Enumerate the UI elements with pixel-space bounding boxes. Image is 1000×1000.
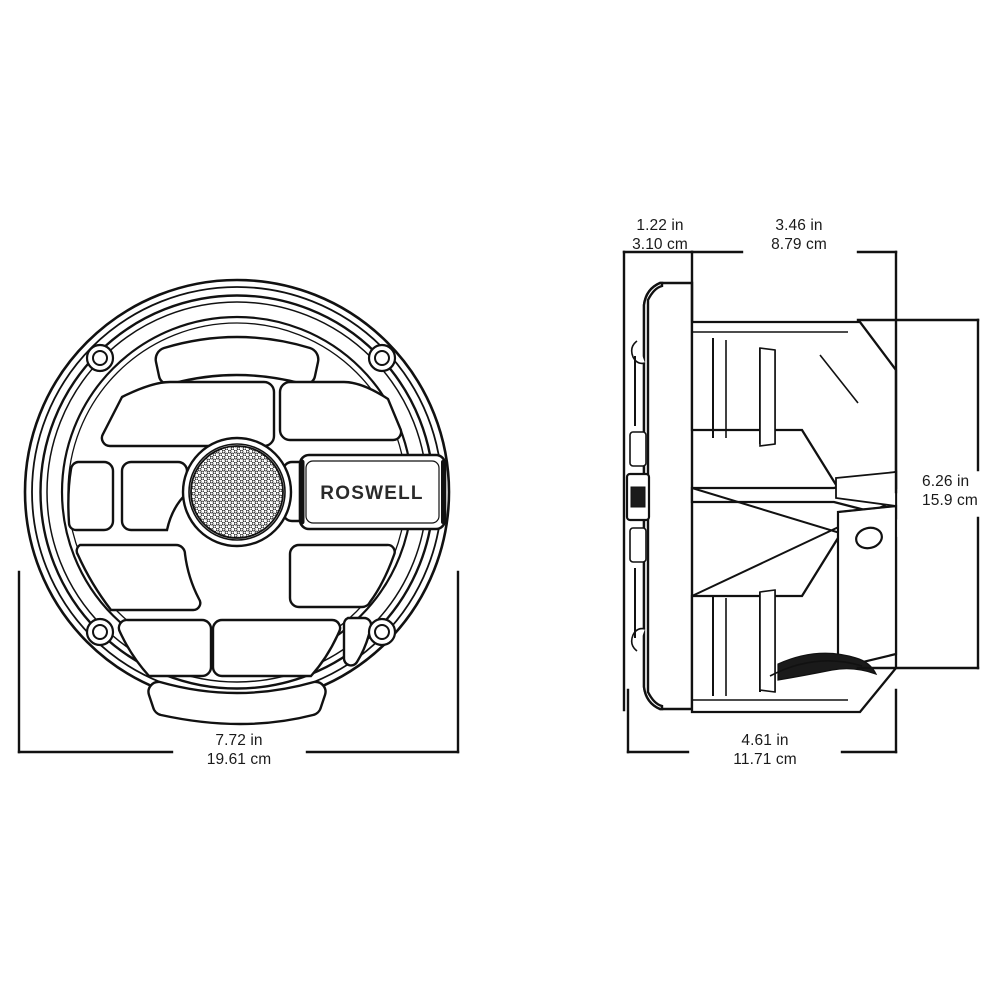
dimension-flange-depth-inches: 1.22 in: [636, 217, 684, 234]
dimension-basket-depth-centimeters: 8.79 cm: [771, 236, 827, 253]
side-tab-upper: [629, 431, 647, 467]
cone-upper-diag-b: [819, 354, 859, 404]
screw-boss-bottom-left: [85, 617, 115, 647]
grille-slot-upper-right: [278, 380, 403, 442]
center-tweeter: [181, 436, 293, 548]
dimension-label-side-height: 6.26 in 15.9 cm: [922, 472, 1000, 510]
dimension-basket-depth-inches: 3.46 in: [775, 217, 823, 234]
side-grille-flange: [642, 281, 694, 711]
screw-boss-bottom-right: [367, 617, 397, 647]
side-trim-details: [625, 340, 651, 652]
brand-logo-text: ROSWELL: [320, 483, 423, 504]
dimension-label-side-depth: 4.61 in 11.71 cm: [690, 731, 840, 769]
rear-housing-top-edge: [837, 505, 897, 513]
brand-logo-plate: ROSWELL: [298, 453, 447, 531]
grille-slot-bottom-arc: [147, 680, 327, 726]
dimension-front-width-inches: 7.72 in: [215, 732, 263, 749]
dimension-lines: [17, 250, 980, 754]
cone-lower-rib-inner-fill: [759, 589, 776, 693]
side-connector-terminal: [630, 486, 646, 508]
screw-boss-top-right: [367, 343, 397, 373]
grille-slot-mid-far-left: [67, 460, 115, 532]
dimension-side-depth-centimeters: 11.71 cm: [733, 751, 797, 768]
dimension-label-basket-depth: 3.46 in 8.79 cm: [744, 216, 854, 254]
flange-outer-body: [642, 281, 694, 711]
grille-slots: [67, 335, 407, 726]
dimension-label-flange-depth: 1.22 in 3.10 cm: [616, 216, 704, 254]
grille-slot-lower-right: [288, 543, 396, 609]
grille-slot-bottom-center: [211, 618, 342, 678]
grille-slot-lower-left: [75, 543, 202, 612]
dimension-side-height-inches: 6.26 in: [922, 473, 970, 490]
side-basket-assembly: [690, 320, 898, 714]
dimension-front-width-centimeters: 19.61 cm: [206, 751, 272, 768]
grille-slot-bottom-right-small: [342, 616, 373, 667]
cone-upper-flare: [690, 320, 898, 490]
dimension-side-height-centimeters: 15.9 cm: [922, 492, 978, 509]
grille-slot-upper-left: [100, 380, 276, 448]
dimension-label-front-width: 7.72 in 19.61 cm: [174, 731, 304, 769]
terminal-hole: [855, 526, 883, 550]
cone-upper-rib-inner-fill: [759, 347, 776, 447]
side-view: [625, 281, 898, 714]
dimension-flange-depth-centimeters: 3.10 cm: [632, 236, 688, 253]
wire-boot: [777, 652, 878, 681]
front-view: ROSWELL: [23, 278, 451, 726]
grille-slot-bottom-left: [117, 618, 213, 678]
wire-boot-outline: [769, 660, 863, 677]
cone-upper-diag: [859, 321, 897, 371]
dimension-side-depth-inches: 4.61 in: [741, 732, 789, 749]
side-tab-lower: [629, 527, 647, 563]
tweeter-mesh: [191, 446, 283, 538]
screw-boss-top-left: [85, 343, 115, 373]
grille-slot-mid-left: [120, 460, 189, 532]
mounting-screw-bosses: [85, 343, 397, 647]
